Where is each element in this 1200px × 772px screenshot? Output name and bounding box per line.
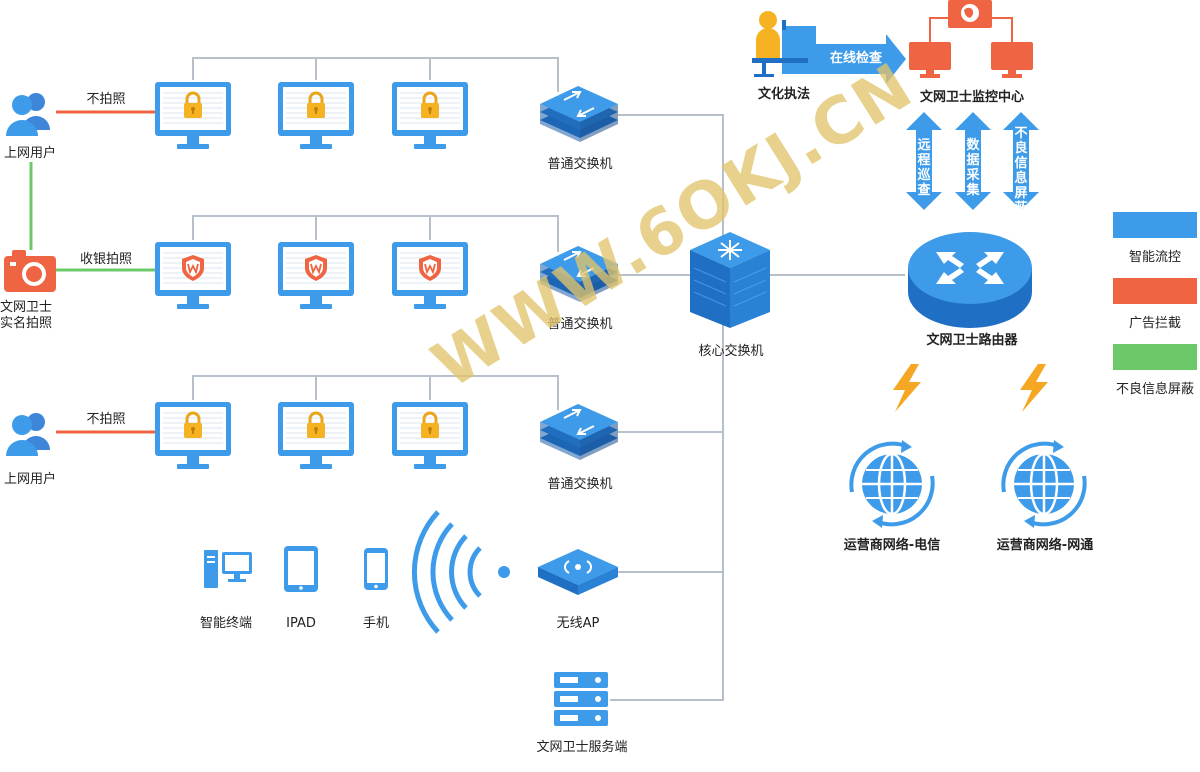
row1-bus	[192, 57, 559, 92]
monitor-shield-2	[277, 241, 355, 310]
row3-bus	[192, 375, 559, 410]
online-check-label: 在线检查	[820, 48, 892, 70]
monitor-shield-3	[391, 241, 469, 310]
switch-icon-1	[539, 85, 619, 143]
no-photo-label-top: 不拍照	[86, 92, 126, 107]
users-icon-top	[6, 93, 50, 136]
monitor-lock-3	[391, 81, 469, 150]
legend-swatch-block	[1113, 344, 1197, 370]
monitor-lock-4	[154, 401, 232, 470]
legend-swatch-ad	[1113, 278, 1197, 304]
monitor-center-label: 文网卫士监控中心	[919, 90, 1025, 105]
remote-inspection-label: 远程巡查	[917, 138, 931, 198]
trunk	[610, 114, 724, 701]
wifi-icon	[411, 510, 510, 634]
camera-icon	[4, 250, 56, 292]
cashier-photo-label: 收银拍照	[79, 252, 133, 267]
router-icon	[908, 232, 1032, 328]
monitor-lock-5	[277, 401, 355, 470]
switch-icon-3	[539, 403, 619, 461]
ipad-label: IPAD	[286, 616, 316, 631]
enforcement-officer-icon	[752, 11, 816, 77]
lightning-icon-right	[1020, 364, 1048, 412]
switch-label-1: 普通交换机	[547, 157, 613, 172]
switch-label-3: 普通交换机	[547, 477, 613, 492]
tablet-icon	[284, 546, 318, 592]
monitor-lock-2	[277, 81, 355, 150]
terminal-device-icon	[204, 550, 252, 588]
terminal-label: 智能终端	[199, 616, 253, 631]
data-collection-label: 数据采集	[966, 138, 980, 198]
isp-telecom-label: 运营商网络-电信	[843, 538, 941, 553]
monitor-shield-1	[154, 241, 232, 310]
core-switch-icon	[690, 232, 770, 328]
phone-icon	[364, 548, 388, 590]
wireless-ap-label: 无线AP	[556, 616, 600, 631]
culture-enforcement-label: 文化执法	[757, 87, 811, 102]
server-label: 文网卫士服务端	[536, 740, 628, 755]
router-label: 文网卫士路由器	[926, 333, 1018, 348]
isp-netcom-label: 运营商网络-网通	[996, 538, 1094, 553]
monitor-lock-6	[391, 401, 469, 470]
switch-label-2: 普通交换机	[547, 317, 613, 332]
phone-label: 手机	[362, 616, 390, 631]
globe-icon-netcom	[1001, 438, 1087, 530]
globe-icon-telecom	[849, 438, 935, 530]
users-icon-bottom	[6, 413, 50, 456]
wireless-ap-icon	[538, 549, 618, 595]
legend-swatch-flow	[1113, 212, 1197, 238]
bad-info-block-label: 不良信息屏蔽	[1014, 126, 1028, 216]
camera-label: 文网卫士实名拍照	[0, 300, 53, 331]
no-photo-label-bottom: 不拍照	[86, 412, 126, 427]
lightning-icon-left	[893, 364, 921, 412]
user-label-top: 上网用户	[3, 146, 57, 161]
legend-label-ad: 广告拦截	[1128, 316, 1182, 331]
legend-label-flow: 智能流控	[1128, 250, 1182, 265]
server-icon	[554, 672, 608, 726]
monitor-lock-1	[154, 81, 232, 150]
monitoring-center-icon	[909, 0, 1033, 78]
legend-label-block: 不良信息屏蔽	[1115, 382, 1195, 397]
row2-bus	[192, 215, 559, 252]
connection-lines	[192, 57, 905, 701]
user-label-bottom: 上网用户	[3, 472, 57, 487]
core-switch-label: 核心交换机	[698, 344, 764, 359]
